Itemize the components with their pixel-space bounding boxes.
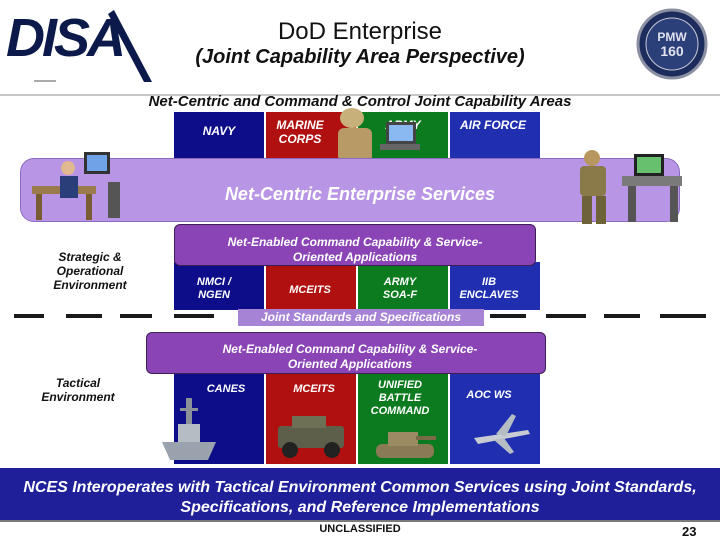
strategic-marine-cell <box>266 262 356 310</box>
tactical-capability-label: Net-Enabled Command Capability & Service… <box>222 342 478 371</box>
header-divider <box>0 94 720 96</box>
strategic-environment-label: Strategic & Operational Environment <box>53 250 127 292</box>
svg-text:160: 160 <box>660 43 684 59</box>
footer-divider <box>0 520 720 522</box>
standards-dash <box>174 314 214 318</box>
soldier-workstation-icon <box>580 150 682 224</box>
navy-column <box>174 112 264 162</box>
disa-logo: DISA <box>6 8 152 82</box>
navy-label: NAVY <box>202 124 236 138</box>
airforce-column <box>450 112 540 162</box>
tactical-cell-label-2: MCEITS <box>293 383 335 395</box>
classification-label: UNCLASSIFIED <box>319 523 401 535</box>
strategic-capability-box <box>174 224 536 266</box>
tactical-environment-label: Tactical Environment <box>41 376 115 404</box>
fighter-jet-icon <box>474 414 530 454</box>
tactical-cell-label-3: UNIFIED BATTLE COMMAND <box>370 379 430 417</box>
svg-text:PMW: PMW <box>657 30 687 44</box>
marine-label: MARINE CORPS <box>276 118 324 146</box>
standards-dash <box>604 314 640 318</box>
enterprise-services-label: Net-Centric Enterprise Services <box>224 184 496 204</box>
tactical-capability-box <box>146 332 546 374</box>
standards-dash <box>66 314 102 318</box>
warship-icon <box>162 398 216 460</box>
enterprise-services-bar <box>20 158 680 222</box>
standards-dash <box>660 314 706 318</box>
humvee-icon <box>278 416 344 458</box>
strategic-capability-label: Net-Enabled Command Capability & Service… <box>227 235 483 264</box>
standards-dash <box>490 314 526 318</box>
pmw160-badge-icon: PMW 160 <box>636 8 708 80</box>
page-title: DoD Enterprise <box>277 18 443 45</box>
standards-dash <box>546 314 586 318</box>
svg-text:DISA: DISA <box>6 8 123 68</box>
standards-bar <box>238 309 484 326</box>
strategic-cell-label-2: MCEITS <box>289 284 331 296</box>
footer-banner <box>0 468 720 522</box>
strategic-cell-label-4: IIB ENCLAVES <box>459 276 519 301</box>
net-centric-title: Net-Centric and Command & Control Joint … <box>148 93 572 110</box>
desk-worker-icon <box>32 152 120 220</box>
page-subtitle: (Joint Capability Area Perspective) <box>195 46 525 68</box>
page-number: 23 <box>682 524 697 539</box>
standards-dash <box>14 314 44 318</box>
strategic-navy-cell <box>174 262 264 310</box>
tank-icon <box>376 432 436 458</box>
tactical-cell-label-1: CANES <box>206 383 246 395</box>
strategic-airforce-cell <box>450 262 540 310</box>
standards-label: Joint Standards and Specifications <box>260 310 462 324</box>
tactical-cell-label-4: AOC WS <box>466 389 512 401</box>
strategic-cell-label-3: ARMY SOA-F <box>382 276 418 301</box>
strategic-cell-label-1: NMCI / NGEN <box>196 276 232 301</box>
strategic-army-cell <box>358 262 448 310</box>
tactical-airforce-cell <box>450 370 540 464</box>
soldier-laptop-icon <box>338 108 420 162</box>
standards-dash <box>120 314 152 318</box>
footer-banner-text: NCES Interoperates with Tactical Environ… <box>23 479 697 516</box>
airforce-label: AIR FORCE <box>460 118 526 132</box>
